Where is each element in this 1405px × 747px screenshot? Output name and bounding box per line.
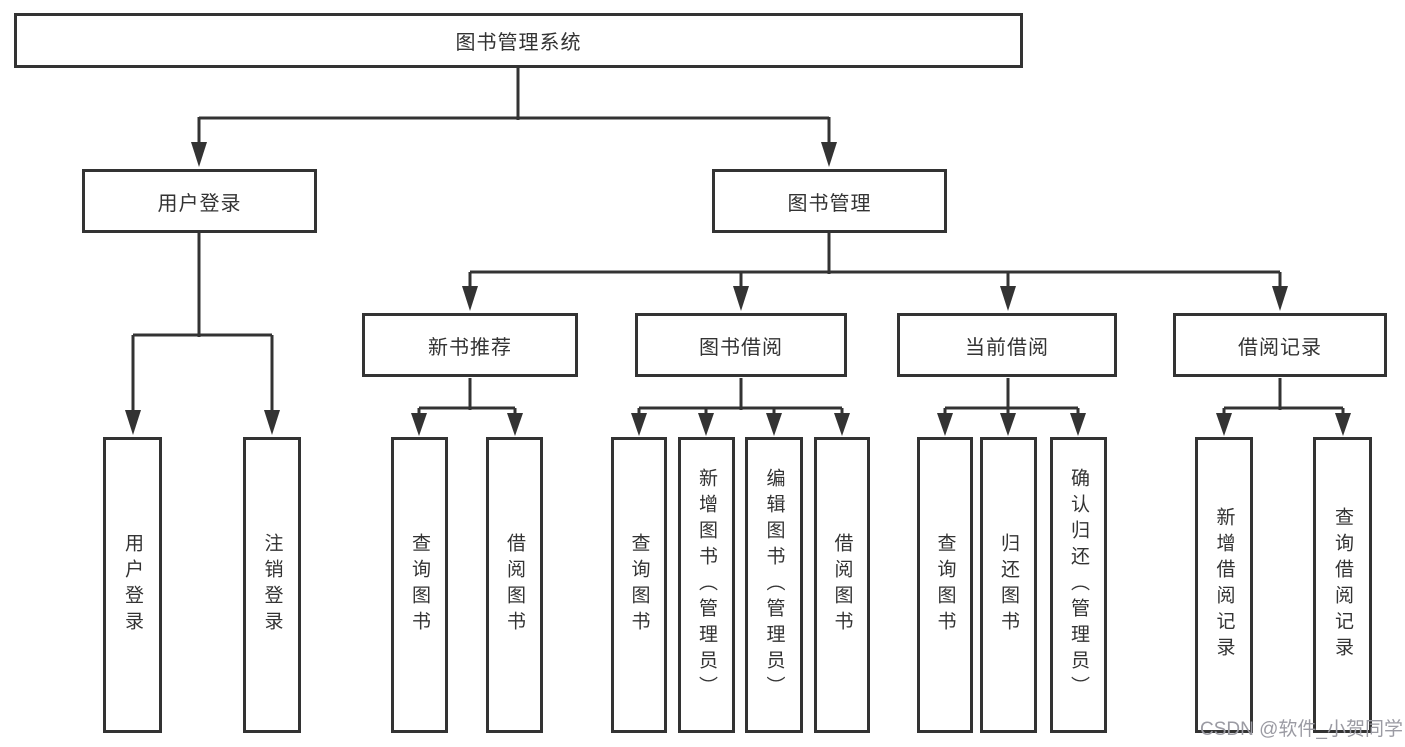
leaf-return-books: 归还图书 xyxy=(980,437,1037,733)
leaf-query-books-2: 查询图书 xyxy=(611,437,667,733)
leaf-add-borrow-record-label: 新增借阅记录 xyxy=(1213,507,1235,663)
leaf-confirm-return-admin-label: 确认归还（管理员） xyxy=(1068,468,1089,702)
node-book-borrowing-label: 图书借阅 xyxy=(699,336,783,359)
leaf-return-books-label: 归还图书 xyxy=(998,533,1019,637)
node-borrowing-records-label: 借阅记录 xyxy=(1238,336,1322,359)
node-root-label: 图书管理系统 xyxy=(455,32,582,54)
leaf-add-books-admin: 新增图书（管理员） xyxy=(678,437,735,733)
leaf-borrow-books-2: 借阅图书 xyxy=(814,437,870,733)
leaf-logout-label: 注销登录 xyxy=(261,533,283,637)
node-current-borrowing: 当前借阅 xyxy=(897,313,1117,377)
node-user-login: 用户登录 xyxy=(82,169,317,233)
leaf-query-books-1-label: 查询图书 xyxy=(409,533,430,637)
leaf-edit-books-admin-label: 编辑图书（管理员） xyxy=(763,468,785,702)
leaf-query-books-1: 查询图书 xyxy=(391,437,448,733)
leaf-query-books-3-label: 查询图书 xyxy=(934,533,956,637)
leaf-query-borrow-record-label: 查询借阅记录 xyxy=(1332,507,1353,663)
leaf-query-borrow-record: 查询借阅记录 xyxy=(1313,437,1372,733)
leaf-edit-books-admin: 编辑图书（管理员） xyxy=(745,437,803,733)
node-book-management-label: 图书管理 xyxy=(787,192,872,215)
node-user-login-label: 用户登录 xyxy=(157,192,242,215)
node-book-borrowing: 图书借阅 xyxy=(635,313,847,377)
leaf-confirm-return-admin: 确认归还（管理员） xyxy=(1050,437,1107,733)
leaf-add-borrow-record: 新增借阅记录 xyxy=(1195,437,1253,733)
leaf-borrow-books-1: 借阅图书 xyxy=(486,437,543,733)
leaf-query-books-3: 查询图书 xyxy=(917,437,973,733)
leaf-borrow-books-1-label: 借阅图书 xyxy=(504,533,525,637)
watermark: CSDN @软件_小贺同学 xyxy=(1200,719,1403,740)
node-root: 图书管理系统 xyxy=(14,13,1023,68)
node-new-book-recommend-label: 新书推荐 xyxy=(428,336,512,359)
leaf-add-books-admin-label: 新增图书（管理员） xyxy=(696,468,717,702)
node-current-borrowing-label: 当前借阅 xyxy=(965,336,1049,359)
node-new-book-recommend: 新书推荐 xyxy=(362,313,578,377)
leaf-query-books-2-label: 查询图书 xyxy=(628,533,650,637)
node-borrowing-records: 借阅记录 xyxy=(1173,313,1387,377)
leaf-logout: 注销登录 xyxy=(243,437,301,733)
leaf-user-login: 用户登录 xyxy=(103,437,162,733)
leaf-user-login-label: 用户登录 xyxy=(122,533,143,637)
leaf-borrow-books-2-label: 借阅图书 xyxy=(831,533,853,637)
node-book-management: 图书管理 xyxy=(712,169,947,233)
